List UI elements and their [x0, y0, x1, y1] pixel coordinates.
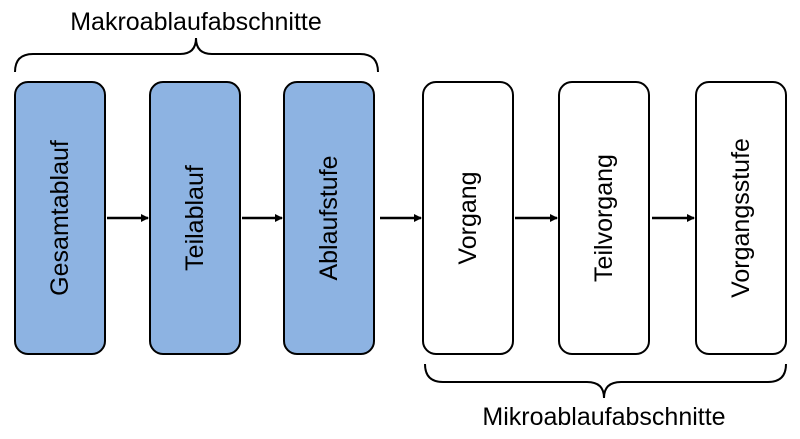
box-vorgang: Vorgang: [422, 81, 514, 355]
box-label-teilablauf: Teilablauf: [181, 165, 209, 271]
box-label-ablaufstufe: Ablaufstufe: [315, 155, 343, 280]
macro-brace: [14, 37, 379, 73]
macro-group-label: Makroablaufabschnitte: [70, 8, 322, 36]
box-vorgangsstufe: Vorgangsstufe: [695, 81, 787, 355]
box-teilablauf: Teilablauf: [149, 81, 241, 355]
box-label-teilvorgang: Teilvorgang: [590, 154, 618, 282]
box-ablaufstufe: Ablaufstufe: [283, 81, 375, 355]
micro-group-label: Mikroablaufabschnitte: [482, 403, 725, 431]
box-teilvorgang: Teilvorgang: [558, 81, 650, 355]
box-label-vorgang: Vorgang: [454, 171, 482, 264]
box-gesamtablauf: Gesamtablauf: [14, 81, 106, 355]
micro-brace: [424, 363, 787, 399]
box-label-gesamtablauf: Gesamtablauf: [46, 140, 74, 296]
box-label-vorgangsstufe: Vorgangsstufe: [727, 138, 755, 298]
